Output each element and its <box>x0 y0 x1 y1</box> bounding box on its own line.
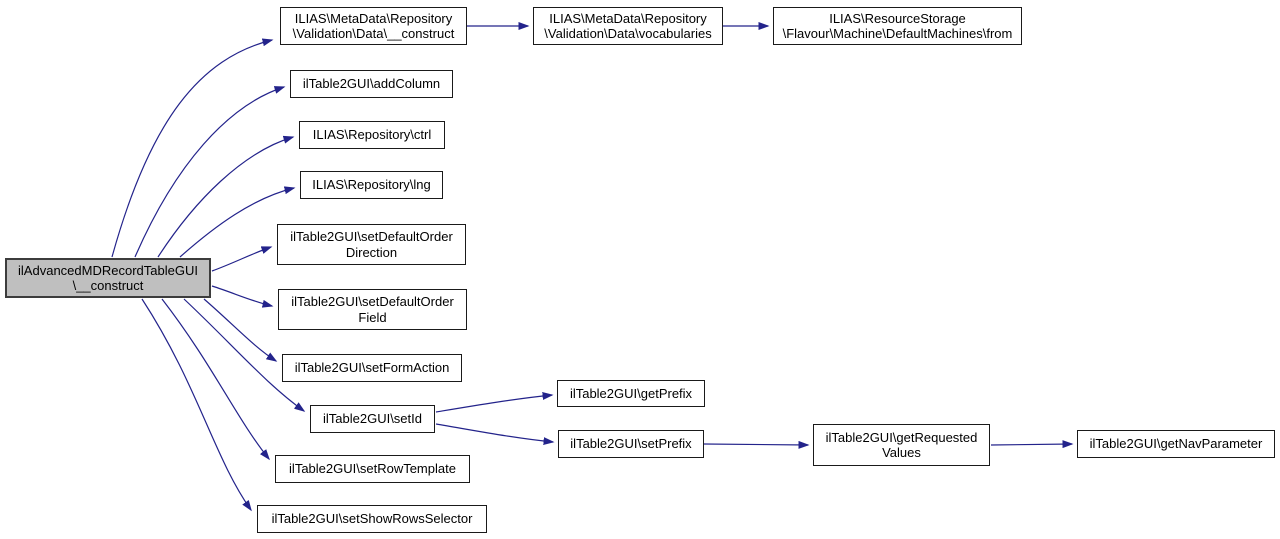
node-iltable2gui-getrequestedvalues[interactable]: ilTable2GUI\getRequested Values <box>813 424 990 466</box>
node-label-line: ilTable2GUI\setRowTemplate <box>289 461 456 477</box>
node-iltable2gui-getnavparameter[interactable]: ilTable2GUI\getNavParameter <box>1077 430 1275 458</box>
edge-root-to-setdefaultorderdirection <box>211 246 273 272</box>
node-label-line: Values <box>882 445 921 460</box>
node-label-line: ilTable2GUI\setDefaultOrder <box>291 294 454 310</box>
node-label-line: ILIAS\MetaData\Repository <box>549 10 707 26</box>
edge-root-to-ctrl <box>157 135 295 258</box>
node-label-line: ilTable2GUI\setDefaultOrder <box>290 229 453 245</box>
node-iltable2gui-setrowtemplate[interactable]: ilTable2GUI\setRowTemplate <box>275 455 470 483</box>
node-iltable2gui-setid[interactable]: ilTable2GUI\setId <box>310 405 435 433</box>
node-label-line: \Validation\Data\vocabularies <box>544 26 712 41</box>
edge-setid-to-setprefix <box>435 423 555 446</box>
edge-root-to-setshowrowsselector <box>141 298 252 512</box>
edge-root-to-setrowtemplate <box>161 298 270 461</box>
node-iladvancedmdrecordtablegui-construct: ilAdvancedMDRecordTableGUI \__construct <box>5 258 211 298</box>
edge-root-to-setid <box>183 298 306 412</box>
node-label-line: ilTable2GUI\setFormAction <box>294 360 450 376</box>
node-label-line: Field <box>358 309 387 325</box>
node-label-line: ilTable2GUI\setId <box>323 411 422 427</box>
node-label-line: ILIAS\Repository\lng <box>312 177 431 193</box>
node-iltable2gui-addcolumn[interactable]: ilTable2GUI\addColumn <box>290 70 453 98</box>
node-label-line: ilTable2GUI\addColumn <box>302 76 441 92</box>
node-label-line: Direction <box>345 244 398 260</box>
edge-setid-to-getprefix <box>435 391 554 413</box>
node-iltable2gui-setdefaultorderfield[interactable]: ilTable2GUI\setDefaultOrder Field <box>278 289 467 330</box>
node-repository-lng[interactable]: ILIAS\Repository\lng <box>300 171 443 199</box>
node-defaultmachines-from[interactable]: ILIAS\ResourceStorage \Flavour\Machine\D… <box>773 7 1022 45</box>
node-repository-ctrl[interactable]: ILIAS\Repository\ctrl <box>299 121 445 149</box>
edge-getrequestedvalues-to-getnavparameter <box>990 440 1074 449</box>
node-label-line: ILIAS\ResourceStorage <box>829 10 966 26</box>
node-label-line: ilTable2GUI\setShowRowsSelector <box>271 511 473 527</box>
node-label-line: ilTable2GUI\setPrefix <box>570 436 692 452</box>
node-label-line: ilTable2GUI\getRequested <box>825 429 978 445</box>
edge-root-to-metadata-construct <box>111 38 274 258</box>
node-label-line: ILIAS\MetaData\Repository <box>294 10 453 26</box>
node-iltable2gui-setshowrowsselector[interactable]: ilTable2GUI\setShowRowsSelector <box>257 505 487 533</box>
node-label-line: ILIAS\Repository\ctrl <box>312 127 432 143</box>
node-label-line: ilTable2GUI\getPrefix <box>569 385 693 401</box>
edge-root-to-addcolumn <box>134 86 286 258</box>
node-iltable2gui-setdefaultorderdirection[interactable]: ilTable2GUI\setDefaultOrder Direction <box>277 224 466 265</box>
node-label-line: \Validation\Data\__construct <box>292 26 455 41</box>
node-iltable2gui-setprefix[interactable]: ilTable2GUI\setPrefix <box>558 430 704 458</box>
node-iltable2gui-getprefix[interactable]: ilTable2GUI\getPrefix <box>557 380 705 407</box>
node-label-line: \__construct <box>72 278 144 293</box>
node-metadata-validation-vocabularies[interactable]: ILIAS\MetaData\Repository \Validation\Da… <box>533 7 723 45</box>
node-label-line: ilAdvancedMDRecordTableGUI <box>18 262 198 278</box>
edge-root-to-lng <box>179 186 296 258</box>
node-iltable2gui-setformaction[interactable]: ilTable2GUI\setFormAction <box>282 354 462 382</box>
edge-root-to-setdefaultorderfield <box>211 285 274 308</box>
node-metadata-validation-construct[interactable]: ILIAS\MetaData\Repository \Validation\Da… <box>280 7 467 45</box>
node-label-line: ilTable2GUI\getNavParameter <box>1089 436 1263 452</box>
node-label-line: \Flavour\Machine\DefaultMachines\from <box>782 26 1013 41</box>
edge-setprefix-to-getrequestedvalues <box>703 440 810 449</box>
edge-root-to-setformaction <box>203 298 278 362</box>
